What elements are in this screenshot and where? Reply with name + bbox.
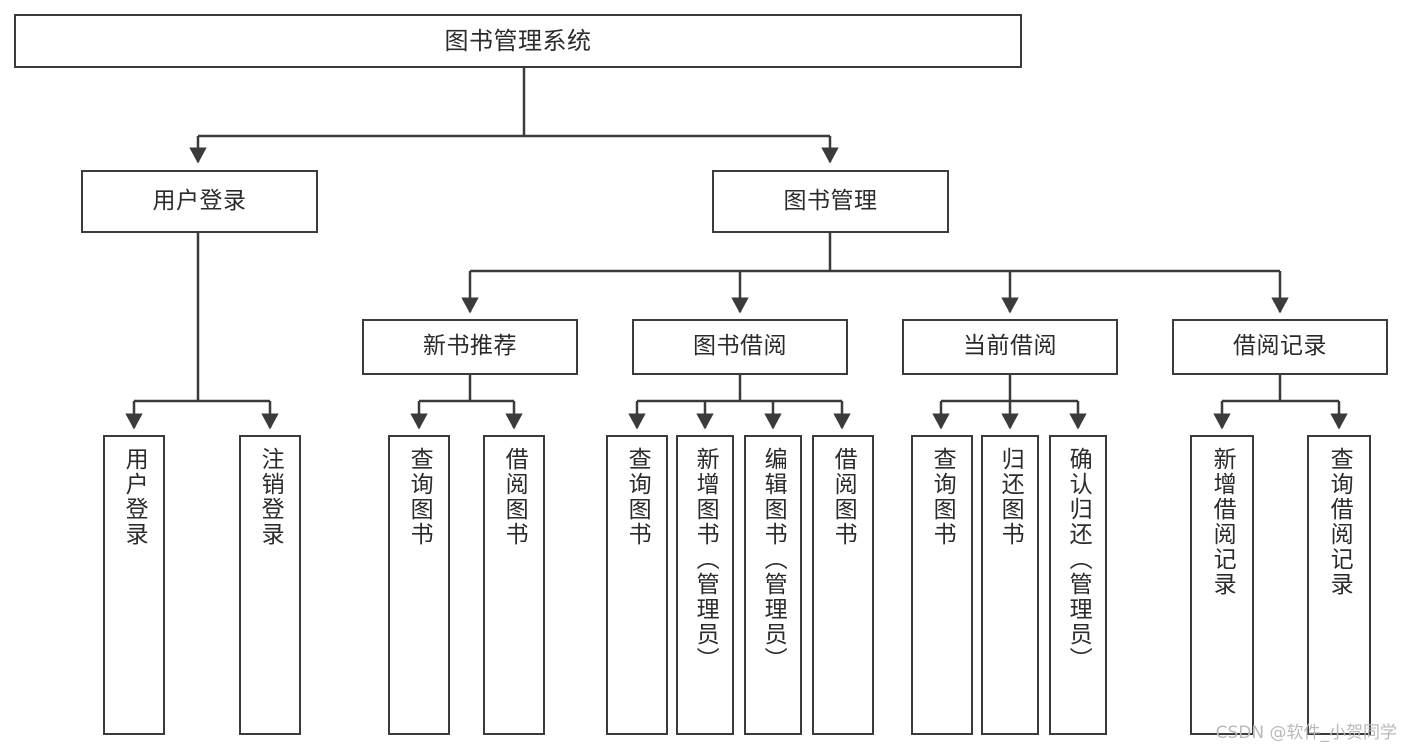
node-leaf-add-book-admin[interactable]: 新增图书（管理员） xyxy=(676,435,734,735)
node-root-system[interactable]: 图书管理系统 xyxy=(14,14,1022,68)
node-leaf-query-book-rec[interactable]: 查询图书 xyxy=(388,435,450,735)
node-leaf-query-book-current[interactable]: 查询图书 xyxy=(911,435,973,735)
node-label: 注销登录 xyxy=(257,447,284,547)
node-current-borrow[interactable]: 当前借阅 xyxy=(902,319,1118,375)
node-leaf-edit-book-admin[interactable]: 编辑图书（管理员） xyxy=(744,435,802,735)
node-user-login[interactable]: 用户登录 xyxy=(81,170,318,233)
node-label: 借阅记录 xyxy=(1233,333,1327,360)
node-label: 新增图书（管理员） xyxy=(692,447,719,672)
node-label: 查询图书 xyxy=(624,447,651,547)
node-label: 编辑图书（管理员） xyxy=(760,447,787,672)
node-label: 查询图书 xyxy=(929,447,956,547)
node-label: 借阅图书 xyxy=(501,447,528,547)
node-leaf-add-borrow-record[interactable]: 新增借阅记录 xyxy=(1190,435,1254,735)
node-new-book-recommend[interactable]: 新书推荐 xyxy=(362,319,578,375)
node-label: 图书管理 xyxy=(783,187,878,214)
node-label: 新书推荐 xyxy=(423,333,517,360)
node-book-borrow[interactable]: 图书借阅 xyxy=(632,319,848,375)
node-label: 归还图书 xyxy=(997,447,1024,547)
node-label: 图书借阅 xyxy=(693,333,787,360)
node-leaf-logout[interactable]: 注销登录 xyxy=(239,435,301,735)
node-label: 当前借阅 xyxy=(963,333,1057,360)
node-leaf-query-book[interactable]: 查询图书 xyxy=(606,435,668,735)
node-leaf-user-login[interactable]: 用户登录 xyxy=(103,435,165,735)
node-leaf-confirm-return-admin[interactable]: 确认归还（管理员） xyxy=(1049,435,1107,735)
node-leaf-query-borrow-record[interactable]: 查询借阅记录 xyxy=(1307,435,1371,735)
node-label: 借阅图书 xyxy=(830,447,857,547)
node-leaf-return-book[interactable]: 归还图书 xyxy=(981,435,1039,735)
node-label: 用户登录 xyxy=(121,447,148,547)
node-label: 用户登录 xyxy=(152,187,247,214)
node-label: 确认归还（管理员） xyxy=(1065,447,1092,672)
node-label: 查询借阅记录 xyxy=(1326,447,1353,597)
watermark: CSDN @软件_小贺同学 xyxy=(1215,723,1397,743)
node-book-management[interactable]: 图书管理 xyxy=(712,170,949,233)
node-label: 新增借阅记录 xyxy=(1209,447,1236,597)
node-label: 图书管理系统 xyxy=(444,26,592,55)
node-leaf-borrow-book[interactable]: 借阅图书 xyxy=(812,435,874,735)
node-leaf-borrow-book-rec[interactable]: 借阅图书 xyxy=(483,435,545,735)
node-borrow-record[interactable]: 借阅记录 xyxy=(1172,319,1388,375)
node-label: 查询图书 xyxy=(406,447,433,547)
